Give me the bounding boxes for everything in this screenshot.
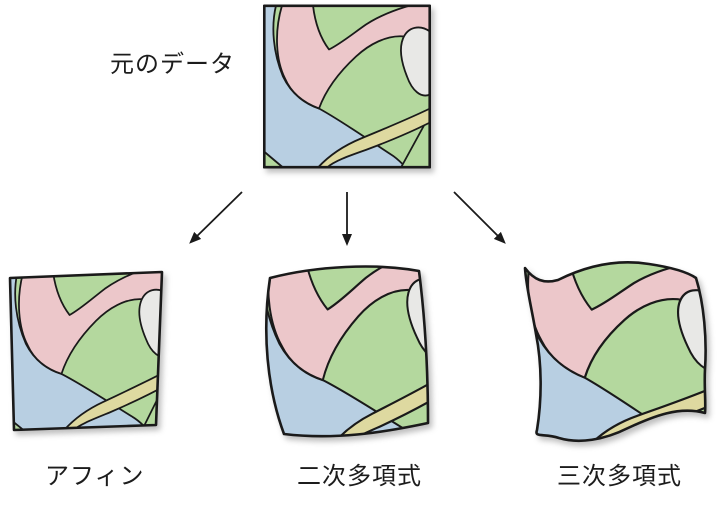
third-order-map-image	[523, 260, 707, 443]
third-order-map-border	[523, 260, 707, 443]
affine-map-image	[8, 270, 164, 432]
affine-map-border	[8, 270, 164, 432]
second-order-map-image	[264, 265, 430, 438]
transformation-arrows	[189, 191, 506, 246]
original-data-label: 元のデータ	[110, 51, 235, 78]
arrow-to-affine-icon	[189, 191, 243, 244]
original-map-image	[263, 4, 431, 169]
original-map-border	[263, 4, 431, 169]
affine-label: アフィン	[45, 463, 145, 490]
second-order-map-border	[264, 265, 430, 438]
second-order-label: 二次多項式	[297, 463, 422, 490]
arrow-to-third-order-icon	[453, 191, 506, 244]
third-order-label: 三次多項式	[557, 463, 682, 490]
